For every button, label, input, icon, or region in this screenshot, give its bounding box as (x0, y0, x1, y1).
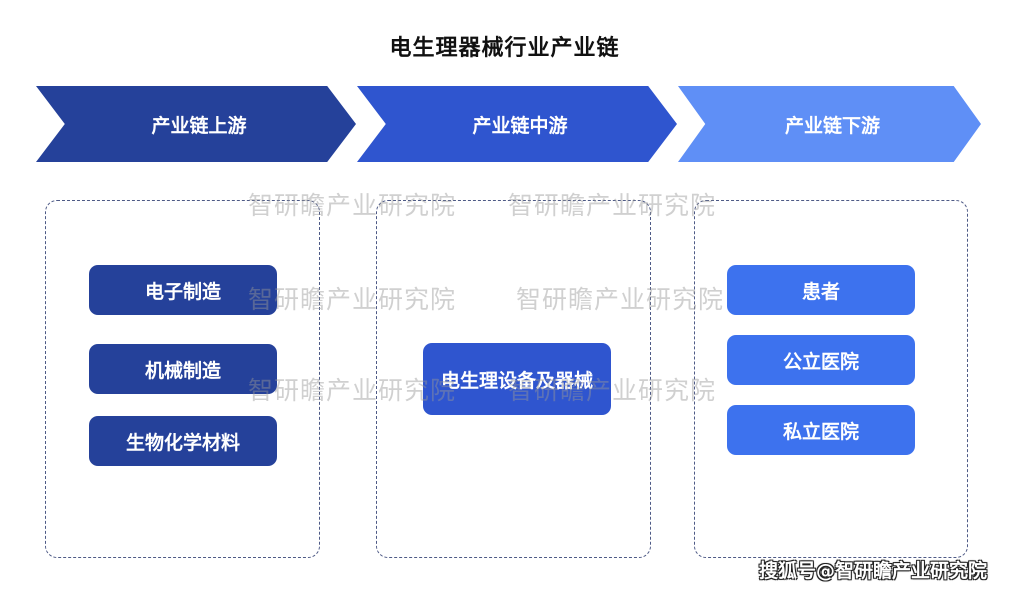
stage-upstream-arrow: 产业链上游 (36, 86, 356, 162)
stage-midstream-arrow: 产业链中游 (357, 86, 677, 162)
diagram-title: 电生理器械行业产业链 (389, 36, 620, 61)
stage-downstream-label: 产业链下游 (784, 114, 880, 137)
stage-midstream-label: 产业链中游 (472, 114, 568, 137)
midstream-panel (376, 200, 651, 558)
downstream-panel (694, 200, 968, 558)
upstream-item-biochem-materials: 生物化学材料 (89, 416, 277, 466)
upstream-panel (45, 200, 320, 558)
stage-downstream-arrow: 产业链下游 (678, 86, 981, 162)
stage-upstream-label: 产业链上游 (151, 114, 247, 137)
source-credit: 搜狐号@智研瞻产业研究院 (758, 560, 987, 582)
upstream-item-electronics: 电子制造 (89, 265, 277, 315)
midstream-item-devices: 电生理设备及器械 (423, 343, 611, 415)
downstream-item-private-hospitals: 私立医院 (727, 405, 915, 455)
downstream-item-patients: 患者 (727, 265, 915, 315)
downstream-item-public-hospitals: 公立医院 (727, 335, 915, 385)
upstream-item-machinery: 机械制造 (89, 344, 277, 394)
